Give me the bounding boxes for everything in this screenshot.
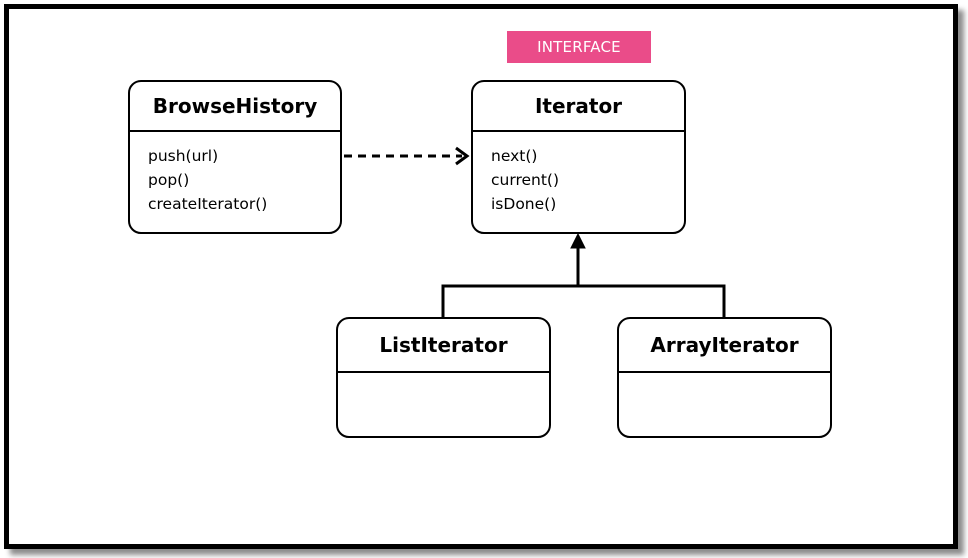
method-item: current()	[491, 171, 560, 189]
class-name: ArrayIterator	[619, 319, 830, 373]
class-browsehistory: BrowseHistory push(url) pop() createIter…	[128, 80, 342, 234]
class-name: ListIterator	[338, 319, 549, 373]
class-name: Iterator	[473, 82, 684, 132]
method-list	[619, 373, 830, 385]
method-list: push(url) pop() createIterator()	[130, 132, 340, 216]
class-arrayiterator: ArrayIterator	[617, 317, 832, 438]
method-list	[338, 373, 549, 385]
class-listiterator: ListIterator	[336, 317, 551, 438]
interface-iterator: Iterator next() current() isDone()	[471, 80, 686, 234]
interface-stereotype-label: INTERFACE	[507, 31, 651, 63]
method-item: push(url)	[148, 147, 219, 165]
method-item: isDone()	[491, 195, 557, 213]
method-item: pop()	[148, 171, 190, 189]
method-item: next()	[491, 147, 538, 165]
method-list: next() current() isDone()	[473, 132, 684, 216]
class-name: BrowseHistory	[130, 82, 340, 132]
method-item: createIterator()	[148, 195, 268, 213]
